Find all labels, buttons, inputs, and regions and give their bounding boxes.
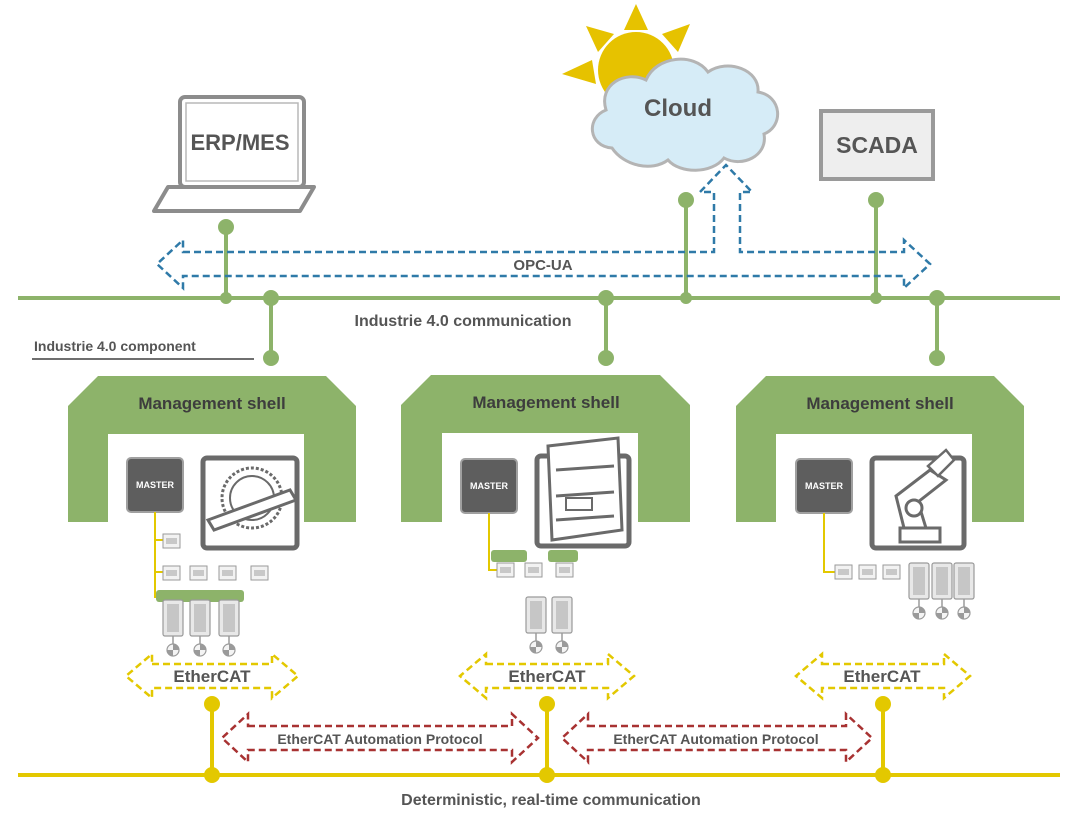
ethercat-arrow-1 [124, 651, 300, 701]
eap-label-2: EtherCAT Automation Protocol [613, 731, 818, 747]
deterministic-label: Deterministic, real-time communication [401, 792, 701, 809]
shell-connectors [263, 290, 945, 366]
cabinet-machine-icon [534, 436, 632, 549]
cloud-label: Cloud [644, 95, 712, 122]
ethercat-tree-2 [488, 513, 498, 571]
ethercat-label-2: EtherCAT [508, 667, 586, 686]
ethercat-arrow-2 [458, 651, 636, 701]
saw-machine-icon [200, 455, 300, 551]
ethercat-label-1: EtherCAT [173, 667, 251, 686]
eap-arrow-1 [220, 711, 540, 765]
master-box-2: MASTER [460, 458, 518, 514]
ethercat-arrow-3 [794, 651, 972, 701]
shell-label-2: Management shell [472, 393, 619, 412]
master-box-1: MASTER [126, 457, 184, 513]
management-shell-3 [736, 376, 1024, 522]
coupler-2b [548, 550, 578, 562]
management-shell-1 [68, 376, 356, 522]
erp-mes-node: ERP/MES [152, 95, 316, 213]
laptop-base [152, 185, 316, 213]
erp-mes-label: ERP/MES [190, 130, 289, 155]
management-shell-2 [401, 375, 690, 522]
master-box-3: MASTER [795, 458, 853, 514]
svg-text:MASTER: MASTER [136, 480, 175, 490]
cell-3: Management shell MASTER EtherCAT [736, 376, 1024, 701]
ethercat-tree-3 [823, 513, 836, 573]
coupler-1 [156, 590, 244, 602]
shell-label-3: Management shell [806, 394, 953, 413]
shell-label-1: Management shell [138, 394, 285, 413]
svg-text:MASTER: MASTER [805, 481, 844, 491]
robot-arm-icon [869, 448, 967, 551]
ethercat-label-3: EtherCAT [843, 667, 921, 686]
opcua-label: OPC-UA [513, 257, 572, 274]
upper-connectors [218, 192, 884, 298]
eap-arrow-2 [560, 711, 874, 765]
bus-taps [220, 292, 882, 304]
scada-label: SCADA [836, 132, 918, 158]
ethercat-tree-1 [154, 512, 164, 598]
industrie40-label: Industrie 4.0 communication [355, 313, 572, 330]
industrie40-component-label: Industrie 4.0 component [34, 338, 196, 354]
scada-node: SCADA [819, 109, 935, 181]
svg-text:MASTER: MASTER [470, 481, 509, 491]
coupler-2a [491, 550, 527, 562]
cell-1: Management shell MASTER EtherCAT [68, 376, 356, 701]
opcua-arrow [155, 163, 932, 291]
cloud-node: Cloud [590, 57, 780, 172]
eap-label-1: EtherCAT Automation Protocol [277, 731, 482, 747]
cell-2: Management shell MASTER EtherCAT [401, 375, 690, 701]
lower-connectors [204, 696, 891, 783]
